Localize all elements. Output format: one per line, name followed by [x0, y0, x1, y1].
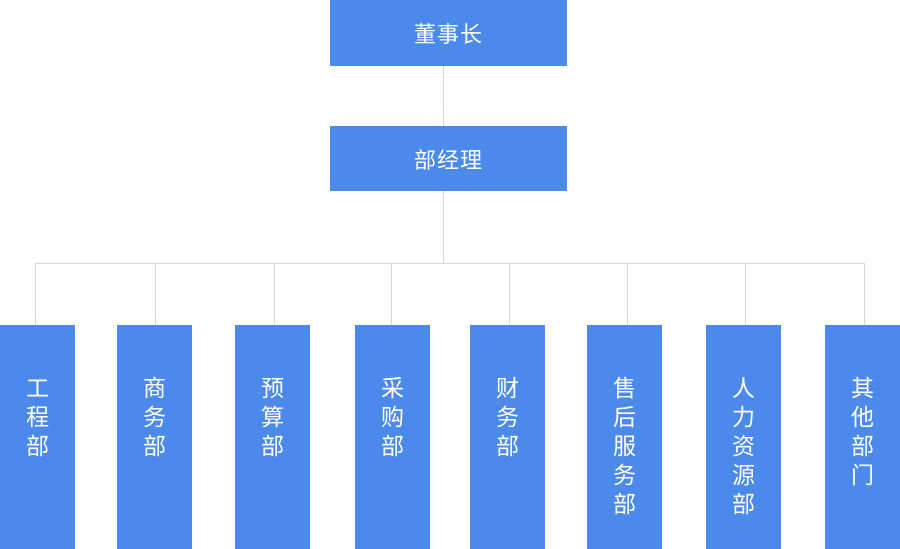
dept-char: 部 — [732, 492, 755, 518]
dept-char: 部 — [496, 434, 519, 460]
dept-char: 务 — [613, 463, 636, 489]
dept-char: 人 — [732, 376, 755, 402]
connector-dept-6 — [745, 263, 746, 325]
dept-char: 商 — [143, 376, 166, 402]
dept-char: 购 — [381, 405, 404, 431]
dept-char: 门 — [851, 463, 874, 489]
connector-manager-bus — [443, 191, 444, 263]
connector-dept-0 — [35, 263, 36, 325]
dept-char: 部 — [261, 434, 284, 460]
dept-char: 部 — [851, 434, 874, 460]
connector-horizontal-bus — [35, 263, 864, 264]
connector-dept-1 — [155, 263, 156, 325]
dept-char: 力 — [732, 405, 755, 431]
connector-dept-7 — [864, 263, 865, 325]
dept-char: 他 — [851, 405, 874, 431]
dept-char: 财 — [496, 376, 519, 402]
connector-dept-4 — [509, 263, 510, 325]
connector-dept-2 — [274, 263, 275, 325]
dept-box-human-resources: 人 力 资 源 部 — [706, 325, 781, 549]
manager-label: 部经理 — [413, 148, 483, 174]
dept-char: 程 — [26, 405, 49, 431]
dept-box-other: 其 他 部 门 — [825, 325, 900, 549]
dept-char: 工 — [26, 376, 49, 402]
dept-char: 部 — [26, 434, 49, 460]
dept-box-procurement: 采 购 部 — [355, 325, 430, 549]
dept-char: 服 — [613, 434, 636, 460]
dept-char: 其 — [851, 376, 874, 402]
dept-box-business: 商 务 部 — [117, 325, 192, 549]
dept-char: 务 — [143, 405, 166, 431]
dept-box-after-sales: 售 后 服 务 部 — [587, 325, 662, 549]
dept-char: 部 — [381, 434, 404, 460]
connector-dept-3 — [391, 263, 392, 325]
dept-char: 预 — [261, 376, 284, 402]
dept-char: 务 — [496, 405, 519, 431]
manager-box: 部经理 — [330, 126, 567, 191]
dept-char: 售 — [613, 376, 636, 402]
dept-char: 资 — [732, 434, 755, 460]
dept-char: 源 — [732, 463, 755, 489]
connector-chairman-manager — [443, 66, 444, 126]
chairman-box: 董事长 — [330, 0, 567, 66]
chairman-label: 董事长 — [413, 23, 483, 48]
dept-box-finance: 财 务 部 — [470, 325, 545, 549]
dept-char: 部 — [143, 434, 166, 460]
dept-char: 后 — [613, 405, 636, 431]
dept-char: 部 — [613, 492, 636, 518]
dept-box-engineering: 工 程 部 — [0, 325, 75, 549]
dept-box-budget: 预 算 部 — [235, 325, 310, 549]
connector-dept-5 — [627, 263, 628, 325]
dept-char: 采 — [381, 376, 404, 402]
dept-char: 算 — [261, 405, 284, 431]
